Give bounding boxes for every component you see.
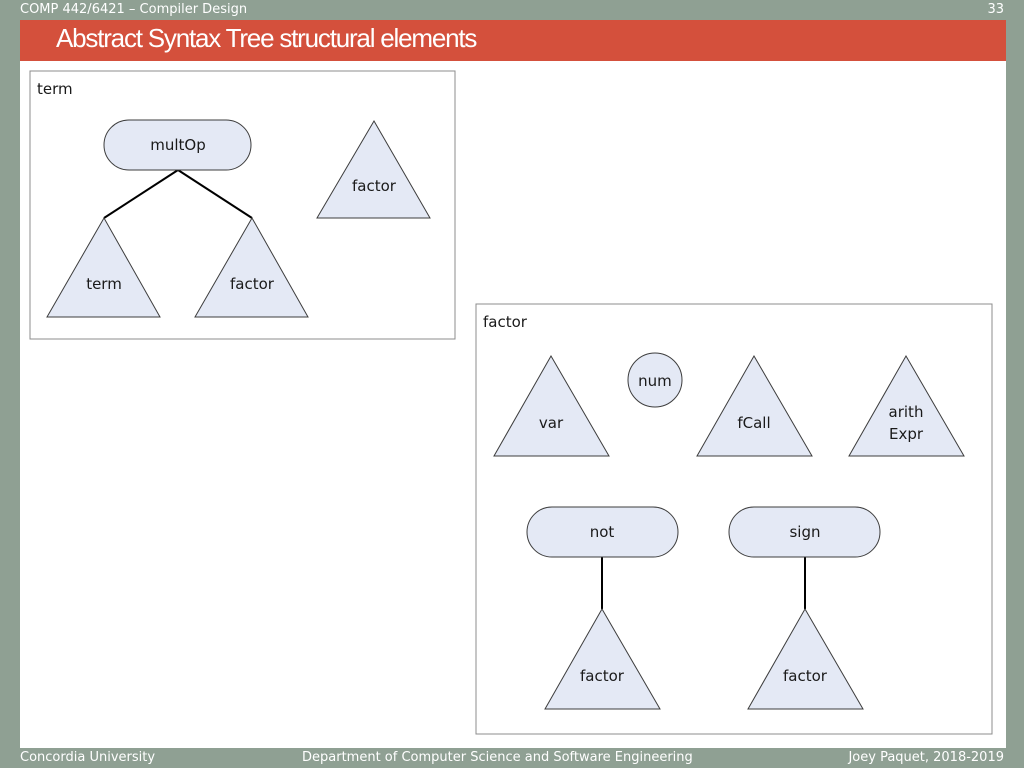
slide-number: 33 xyxy=(987,2,1004,17)
fcall-node xyxy=(696,354,813,457)
sign-node-label: sign xyxy=(789,523,820,541)
factor-panel: factor var num fCall arith Expr not fact… xyxy=(475,303,993,735)
sign-node xyxy=(728,506,881,558)
var-node xyxy=(493,354,610,457)
arith-expr-label-line2: Expr xyxy=(889,425,924,443)
factor-child-node xyxy=(194,216,309,318)
not-child-node xyxy=(544,607,661,710)
factor-panel-label: factor xyxy=(483,313,528,331)
sign-child-node xyxy=(747,607,864,710)
var-node-label: var xyxy=(539,414,564,432)
footer-author: Joey Paquet, 2018-2019 xyxy=(848,750,1004,765)
term-child-node xyxy=(46,216,161,318)
fcall-node-label: fCall xyxy=(737,414,770,432)
ast-diagram: term multOp term factor factor factor va… xyxy=(29,70,993,735)
slide: Abstract Syntax Tree structural elements… xyxy=(20,20,1006,748)
top-bar: COMP 442/6421 – Compiler Design 33 xyxy=(0,0,1024,20)
num-node-label: num xyxy=(638,372,672,390)
multop-edge-right xyxy=(177,169,253,219)
slide-title: Abstract Syntax Tree structural elements xyxy=(56,23,477,53)
bottom-bar: Concordia University Department of Compu… xyxy=(0,748,1024,768)
not-node xyxy=(526,506,679,558)
factor-alternative-node xyxy=(316,120,431,219)
term-child-label: term xyxy=(86,275,122,293)
arith-expr-node xyxy=(848,354,965,457)
factor-alternative-label: factor xyxy=(352,177,397,195)
title-banner: Abstract Syntax Tree structural elements xyxy=(20,20,1006,61)
footer-department: Department of Computer Science and Softw… xyxy=(302,750,693,765)
sign-child-label: factor xyxy=(783,667,828,685)
num-node xyxy=(627,352,683,408)
term-panel-label: term xyxy=(37,80,73,98)
not-child-label: factor xyxy=(580,667,625,685)
multop-edge-left xyxy=(103,169,179,219)
multop-node xyxy=(103,119,252,171)
term-panel: term multOp term factor factor xyxy=(29,70,456,340)
factor-child-label: factor xyxy=(230,275,275,293)
multop-node-label: multOp xyxy=(150,136,206,154)
course-label: COMP 442/6421 – Compiler Design xyxy=(20,2,248,17)
arith-expr-label-line1: arith xyxy=(889,403,924,421)
not-node-label: not xyxy=(590,523,615,541)
footer-institution: Concordia University xyxy=(20,750,156,765)
